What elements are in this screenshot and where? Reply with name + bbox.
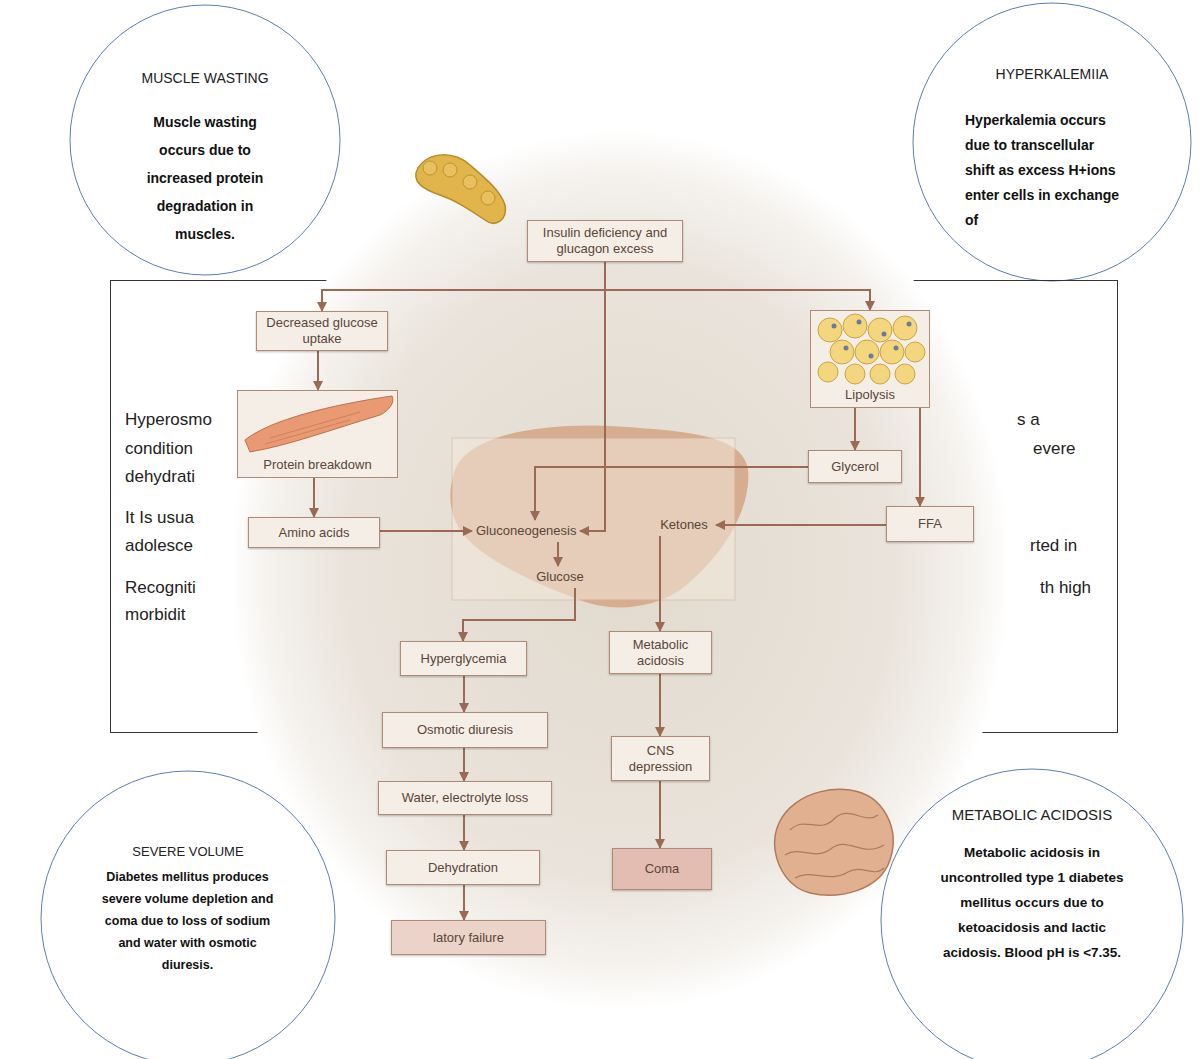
box-label: Lipolysis — [819, 387, 921, 403]
body-text: Muscle wasting occurs due to increased p… — [130, 108, 280, 248]
fragment-text: dehydrati — [125, 467, 195, 487]
box-label: FFA — [895, 516, 965, 532]
fragment-text: rted in — [1030, 536, 1077, 556]
circle-shape — [881, 769, 1183, 1059]
circle-shape — [41, 771, 335, 1059]
box-label: Glucose — [534, 569, 586, 585]
info-circle: METABOLIC ACIDOSIS Metabolic acidosis in … — [880, 768, 1184, 1059]
heading-text: HYPERKALEMIIA — [952, 66, 1152, 84]
fragment-text: Recogniti — [125, 578, 196, 598]
info-circle: MUSCLE WASTING Muscle wasting occurs due … — [69, 4, 341, 276]
box-label: Dehydration — [395, 860, 531, 876]
box-label: Ketones — [656, 517, 712, 533]
flow-arrow — [317, 351, 319, 390]
flow-arrow — [322, 262, 605, 311]
process-box: Insulin deficiency and glucagon excess — [527, 220, 683, 262]
box-label: Protein breakdown — [246, 457, 389, 473]
process-box: Lipolysis — [810, 310, 930, 408]
process-box: Protein breakdown — [237, 390, 398, 478]
flow-arrow — [557, 542, 559, 566]
process-box: Metabolic acidosis — [609, 631, 712, 674]
process-label: Gluconeogenesis — [472, 520, 580, 542]
pancreas-figure — [416, 155, 506, 223]
process-box: Hyperglycemia — [400, 641, 527, 676]
process-box: CNS depression — [611, 736, 710, 781]
process-box: Amino acids — [248, 517, 380, 548]
flow-arrow — [463, 885, 465, 920]
box-label: Osmotic diuresis — [391, 722, 539, 738]
process-box: latory failure — [391, 920, 546, 955]
flow-arrow — [919, 408, 921, 506]
box-label: Insulin deficiency and glucagon excess — [536, 225, 674, 256]
process-box: FFA — [886, 506, 974, 542]
process-box: Dehydration — [386, 850, 540, 885]
flow-arrow — [463, 588, 575, 641]
box-label: Amino acids — [257, 525, 371, 541]
flow-arrow — [463, 815, 465, 850]
flow-arrow — [659, 781, 661, 848]
flow-arrow — [716, 524, 886, 526]
heading-text: MUSCLE WASTING — [105, 70, 305, 88]
info-circle: HYPERKALEMIIA Hyperkalemia occurs due to … — [912, 2, 1192, 282]
brain-figure — [775, 789, 893, 895]
panel-border — [111, 281, 1118, 733]
flow-arrow — [580, 262, 605, 531]
body-text: Metabolic acidosis in uncontrolled type … — [937, 840, 1127, 965]
box-label: Glycerol — [817, 459, 893, 475]
flow-arrow — [463, 676, 465, 712]
fragment-text: s a — [1017, 410, 1040, 430]
box-label: Gluconeogenesis — [476, 523, 576, 539]
box-label: Hyperglycemia — [409, 651, 518, 667]
flow-arrow — [535, 467, 808, 520]
flow-arrow — [659, 674, 661, 736]
circle-shape — [70, 5, 340, 275]
fragment-text: adolesce — [125, 536, 193, 556]
heading-text: METABOLIC ACIDOSIS — [932, 806, 1132, 825]
muscle-figure — [237, 390, 398, 478]
body-text: Diabetes mellitus produces severe volume… — [100, 866, 275, 976]
flow-arrow — [313, 478, 315, 517]
fragment-text: morbidit — [125, 605, 185, 625]
info-circle: SEVERE VOLUME Diabetes mellitus produces … — [40, 770, 336, 1059]
process-box: Water, electrolyte loss — [378, 781, 552, 815]
fragment-text: th high — [1040, 578, 1091, 598]
process-box: Glycerol — [808, 450, 902, 483]
box-label: latory failure — [400, 930, 537, 946]
flow-arrow — [854, 408, 856, 450]
liver-figure — [450, 425, 748, 607]
box-label: CNS depression — [620, 743, 701, 774]
fragment-text: It Is usua — [125, 508, 194, 528]
flow-arrow — [605, 262, 870, 310]
process-label: Glucose — [530, 566, 590, 588]
circle-shape — [913, 3, 1191, 281]
process-box: Decreased glucose uptake — [256, 311, 388, 351]
flow-arrow — [380, 530, 472, 532]
fat-cells-figure — [810, 310, 930, 408]
box-label: Metabolic acidosis — [618, 637, 703, 668]
box-label: Water, electrolyte loss — [387, 790, 543, 806]
body-text: Hyperkalemia occurs due to transcellular… — [965, 108, 1125, 233]
fragment-text: evere — [1033, 439, 1076, 459]
process-box: Coma — [612, 848, 712, 890]
heading-text: SEVERE VOLUME — [88, 844, 288, 860]
process-box: Osmotic diuresis — [382, 712, 548, 748]
box-label: Coma — [621, 861, 703, 877]
process-label: Ketones — [652, 514, 716, 536]
fragment-text: Hyperosmo — [125, 410, 212, 430]
flow-arrow — [463, 748, 465, 781]
box-label: Decreased glucose uptake — [265, 315, 379, 346]
fragment-text: condition — [125, 439, 193, 459]
flow-arrow — [659, 536, 661, 631]
